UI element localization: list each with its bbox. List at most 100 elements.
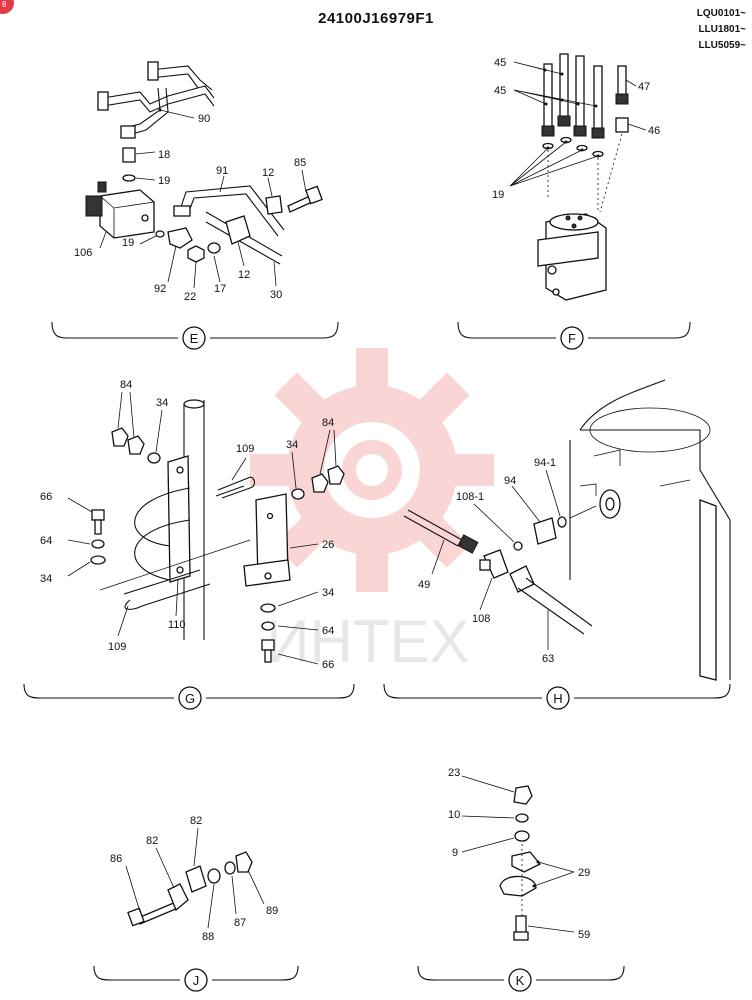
fitting-46: [615, 117, 629, 133]
section-f-marker: [560, 326, 584, 350]
pipe-nut: [120, 125, 136, 139]
section-j-label: J: [193, 973, 200, 988]
nut-84: [127, 435, 145, 455]
serial-range-3: LLU5059~: [698, 40, 746, 51]
solenoid-coil: [85, 195, 103, 217]
callout-g-64b: 64: [322, 625, 334, 637]
callout-f-45b: 45: [494, 85, 506, 97]
callout-f-47: 47: [638, 81, 650, 93]
callout-e-91: 91: [216, 165, 228, 177]
bolt-66-head: [261, 639, 275, 651]
washer-17: [207, 242, 221, 254]
nut-89: [235, 851, 253, 873]
callout-f-19: 19: [492, 189, 504, 201]
callout-k-59: 59: [578, 929, 590, 941]
callout-g-34b: 34: [286, 439, 298, 451]
callout-e-30: 30: [270, 289, 282, 301]
washer-9: [514, 830, 530, 842]
pipe-45: [593, 65, 603, 131]
callout-j-88: 88: [202, 931, 214, 943]
callout-h-94: 94: [504, 475, 516, 487]
serial-range-2: LLU1801~: [698, 24, 746, 35]
clamp-29: [511, 851, 542, 873]
page-badge-label: 8: [2, 0, 7, 9]
washer-87: [224, 861, 236, 875]
callout-k-23: 23: [448, 767, 460, 779]
callout-e-12a: 12: [262, 167, 274, 179]
callout-leaders: [67, 61, 647, 933]
callout-g-66b: 66: [322, 659, 334, 671]
callout-e-90: 90: [198, 113, 210, 125]
callout-h-94-1: 94-1: [534, 457, 556, 469]
washer-34: [291, 488, 305, 500]
callout-f-45a: 45: [494, 57, 506, 69]
callout-g-84b: 84: [322, 417, 334, 429]
o-ring-94-1: [557, 516, 567, 528]
callout-j-87: 87: [234, 917, 246, 929]
callout-g-64a: 64: [40, 535, 52, 547]
serial-range-1: LQU0101~: [696, 8, 746, 19]
clamp-29-lower: [499, 875, 537, 897]
callout-g-109a: 109: [236, 443, 254, 455]
section-j-marker: [184, 968, 208, 992]
callout-e-22: 22: [184, 291, 196, 303]
callout-g-34c: 34: [40, 573, 52, 585]
page-badge: 8: [0, 0, 14, 14]
callout-k-29: 29: [578, 867, 590, 879]
housing-edge: [699, 499, 717, 681]
callout-g-110: 110: [168, 619, 186, 631]
bolt-66: [264, 649, 272, 663]
section-h-marker: [546, 686, 570, 710]
callout-g-26: 26: [322, 539, 334, 551]
bolt-66-head: [91, 509, 105, 521]
solenoid-valve-106: [99, 189, 155, 239]
hose-49-fitting: [457, 534, 479, 554]
callout-f-46: 46: [648, 125, 660, 137]
section-k-label: K: [516, 973, 525, 988]
section-j: [127, 851, 253, 927]
watermark-text: ИНТЕХ: [266, 608, 469, 675]
section-f-label: F: [568, 331, 576, 346]
callout-labels: 90 18 19 91 12 85 106 19 92 22 17 12 30 …: [40, 57, 660, 943]
callout-g-34d: 34: [322, 587, 334, 599]
nut-84: [311, 473, 329, 493]
washer-88: [207, 868, 221, 884]
section-k: [499, 785, 542, 941]
callout-e-19b: 19: [122, 237, 134, 249]
fitting-18: [122, 147, 136, 163]
callout-arrowheads: [158, 68, 600, 888]
hose-63-fitting: [509, 565, 535, 593]
nut-84: [111, 427, 129, 447]
callout-e-18: 18: [158, 149, 170, 161]
callout-j-86: 86: [110, 853, 122, 865]
o-ring-19-lower: [155, 230, 165, 238]
clamp-82: [167, 883, 189, 912]
section-g-marker: [178, 686, 202, 710]
callout-h-49: 49: [418, 579, 430, 591]
callout-h-63: 63: [542, 653, 554, 665]
pipe-fitting: [147, 61, 159, 81]
washer-34: [147, 452, 161, 464]
pipe-47: [617, 65, 627, 97]
watermark-gear-icon: [287, 385, 457, 555]
nut-22: [187, 245, 205, 263]
section-h: [403, 379, 731, 681]
callout-g-109b: 109: [108, 641, 126, 653]
section-g-label: G: [185, 691, 195, 706]
section-e-label: E: [190, 331, 199, 346]
elbow-fitting-92: [167, 227, 193, 249]
callout-e-12b: 12: [238, 269, 250, 281]
washer-34: [260, 603, 276, 613]
callout-e-85: 85: [294, 157, 306, 169]
callout-e-106: 106: [74, 247, 92, 259]
section-e: [85, 61, 323, 265]
adapter-94: [533, 517, 557, 545]
clamp-12: [225, 215, 251, 245]
lock-washer-64: [261, 621, 275, 631]
section-labels: E F G H J K: [178, 326, 584, 992]
callout-e-17: 17: [214, 283, 226, 295]
nut-84: [327, 465, 345, 485]
section-h-label: H: [553, 691, 562, 706]
pipe-45: [575, 55, 585, 129]
